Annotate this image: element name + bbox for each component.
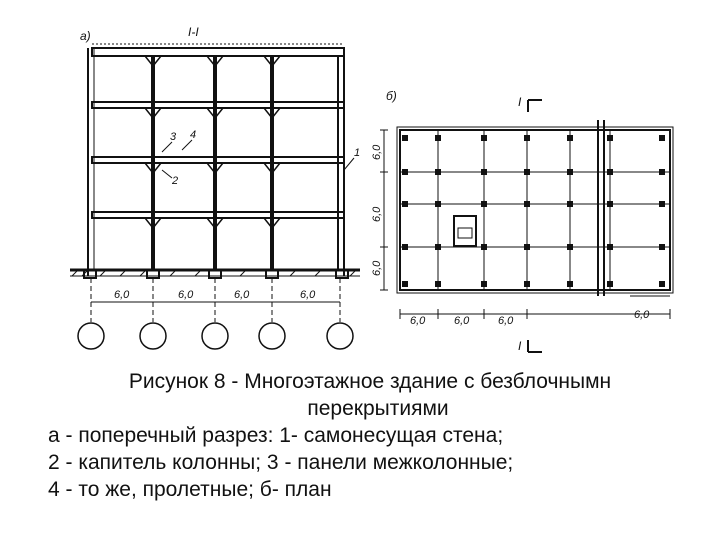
plan-col-dim-1: 6,0 (410, 315, 426, 327)
callout-4: 4 (190, 129, 196, 141)
caption-line-1: а - поперечный разрез: 1- самонесущая ст… (48, 424, 504, 447)
plan-cut-mark-top: I (518, 95, 522, 109)
section-label-b: б) (386, 89, 397, 103)
caption-title-continuation: перекрытиями (307, 397, 449, 420)
plan-row-dim-2: 6,0 (371, 206, 383, 222)
callout-1: 1 (354, 147, 360, 159)
cross-section-drawing (70, 43, 360, 350)
section-dim-1: 6,0 (114, 289, 130, 301)
figure-caption: Рисунок 8 - Многоэтажное здание с безбло… (0, 368, 720, 503)
plan-cut-mark-bottom: I (518, 339, 522, 353)
plan-row-dim-3: 6,0 (371, 260, 383, 276)
caption-line-3: 4 - то же, пролетные; б- план (48, 478, 332, 501)
caption-title: Рисунок 8 - Многоэтажное здание с безбло… (128, 370, 612, 393)
caption-line-2: 2 - капитель колонны; 3 - панели межколо… (48, 451, 514, 474)
callout-3: 3 (170, 131, 177, 143)
callout-2: 2 (171, 175, 178, 187)
section-dim-3: 6,0 (234, 289, 250, 301)
plan-col-dim-2: 6,0 (454, 315, 470, 327)
section-dim-2: 6,0 (178, 289, 194, 301)
plan-drawing (380, 99, 674, 353)
section-dim-4: 6,0 (300, 289, 316, 301)
plan-row-dim-1: 6,0 (371, 144, 383, 160)
plan-col-dim-4: 6,0 (634, 309, 650, 321)
section-label-a: а) (80, 29, 91, 43)
building-figure: а) I-I 1 3 4 2 6,0 6,0 6,0 6,0 (70, 25, 674, 353)
plan-col-dim-3: 6,0 (498, 315, 514, 327)
section-cut-mark: I-I (188, 25, 199, 39)
